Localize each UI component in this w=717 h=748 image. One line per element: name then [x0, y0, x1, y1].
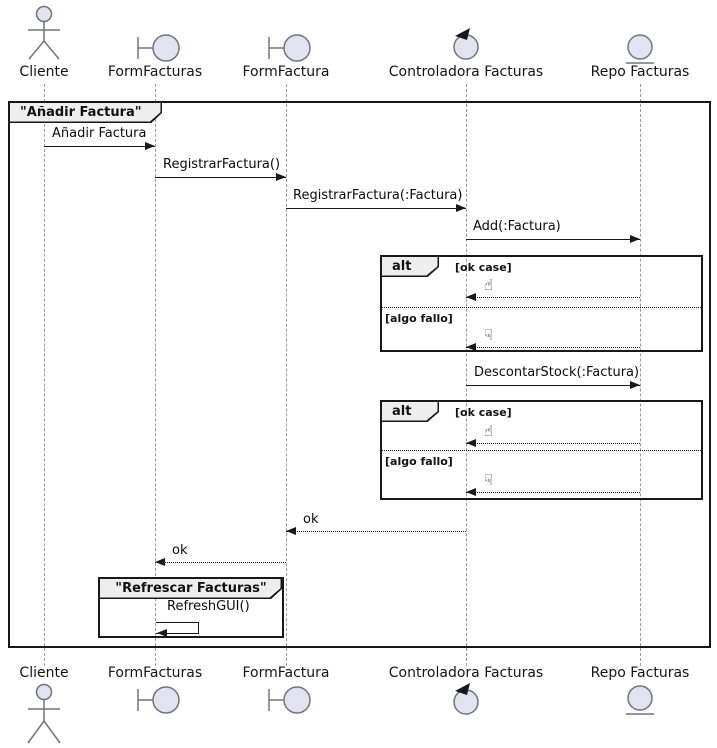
arrowhead-left — [466, 293, 476, 301]
boundary-icon — [268, 686, 311, 714]
thumbs-down-icon: ☟ — [484, 471, 494, 489]
entity-icon — [626, 685, 654, 715]
boundary-icon — [137, 686, 180, 714]
arrowhead-left — [466, 343, 476, 351]
participant-label-cliente: Cliente — [19, 64, 69, 80]
reply-label: ok — [303, 512, 319, 527]
alt-divider — [382, 450, 701, 451]
alt-keyword-tab: alt — [382, 402, 439, 422]
message-label: DescontarStock(:Factura) — [474, 365, 640, 380]
participant-label-controladora-bottom: Controladora Facturas — [388, 665, 544, 681]
message-line — [44, 146, 155, 147]
alt-keyword-tab: alt — [382, 257, 439, 277]
lifeline-cliente — [44, 84, 45, 666]
arrowhead-right — [276, 173, 286, 181]
tab-fill — [382, 402, 438, 421]
thumbs-down-icon: ☟ — [484, 326, 494, 344]
thumbs-up-icon: ☝ — [484, 422, 494, 440]
lifeline-repo — [640, 84, 641, 666]
participant-label-controladora: Controladora Facturas — [388, 64, 544, 80]
lifeline-formfactura — [286, 84, 287, 666]
boundary-icon — [268, 34, 311, 62]
alt-keyword: alt — [392, 404, 412, 419]
message-label: RegistrarFactura() — [163, 157, 281, 172]
reply-label: ok — [172, 543, 188, 558]
control-icon — [453, 28, 479, 60]
arrowhead-right — [630, 381, 640, 389]
thumbs-up-icon: ☝ — [484, 276, 494, 294]
message-label: Añadir Factura — [52, 126, 147, 141]
guard-fail: [algo fallo] — [385, 455, 453, 468]
self-message-label: RefreshGUI() — [167, 599, 250, 614]
message-line — [286, 208, 466, 209]
arrowhead-right — [456, 204, 466, 212]
participant-label-repo: Repo Facturas — [590, 64, 690, 80]
message-label: Add(:Factura) — [473, 219, 561, 234]
alt-frame-1: alt [ok case] [algo fallo] — [380, 255, 703, 352]
group-frame-title: "Refrescar Facturas" — [115, 581, 267, 596]
return-line — [466, 347, 640, 348]
return-line — [466, 492, 640, 493]
arrowhead-left — [157, 629, 167, 637]
self-message-loop — [156, 622, 199, 634]
main-frame-title-tab: "Añadir Factura" — [10, 103, 162, 123]
alt-keyword: alt — [392, 259, 412, 274]
tab-fill — [382, 257, 438, 276]
participant-label-cliente-bottom: Cliente — [19, 665, 69, 681]
return-line — [286, 531, 466, 532]
message-line — [466, 385, 640, 386]
return-line — [466, 443, 640, 444]
tab-fill — [100, 579, 281, 598]
alt-divider — [382, 307, 701, 308]
message-line — [466, 239, 640, 240]
return-line — [155, 562, 286, 563]
alt-frame-2: alt [ok case] [algo fallo] — [380, 400, 703, 500]
main-frame: "Añadir Factura" — [8, 101, 711, 648]
main-frame-title: "Añadir Factura" — [20, 105, 142, 120]
arrowhead-left — [466, 488, 476, 496]
participant-label-formfactura-bottom: FormFactura — [242, 665, 330, 681]
arrowhead-right — [145, 142, 155, 150]
lifeline-controladora — [466, 84, 467, 666]
group-frame-title-tab: "Refrescar Facturas" — [100, 579, 282, 599]
arrowhead-left — [466, 439, 476, 447]
message-line — [155, 177, 286, 178]
actor-icon — [27, 683, 61, 744]
guard-fail: [algo fallo] — [385, 312, 453, 325]
lifeline-formfacturas — [155, 84, 156, 666]
arrowhead-left — [286, 527, 296, 535]
arrowhead-left — [155, 558, 165, 566]
group-frame-refrescar: "Refrescar Facturas" — [98, 577, 284, 638]
participant-label-formfacturas-bottom: FormFacturas — [107, 665, 203, 681]
tab-fill — [10, 103, 161, 122]
participant-label-repo-bottom: Repo Facturas — [590, 665, 690, 681]
participant-label-formfactura: FormFactura — [242, 64, 330, 80]
message-label: RegistrarFactura(:Factura) — [293, 188, 463, 203]
participant-label-formfacturas: FormFacturas — [107, 64, 203, 80]
control-icon — [453, 683, 479, 715]
guard-ok: [ok case] — [455, 261, 512, 274]
entity-icon — [626, 34, 654, 64]
return-line — [466, 297, 640, 298]
guard-ok: [ok case] — [455, 406, 512, 419]
arrowhead-right — [630, 235, 640, 243]
boundary-icon — [137, 34, 180, 62]
actor-icon — [28, 5, 60, 60]
